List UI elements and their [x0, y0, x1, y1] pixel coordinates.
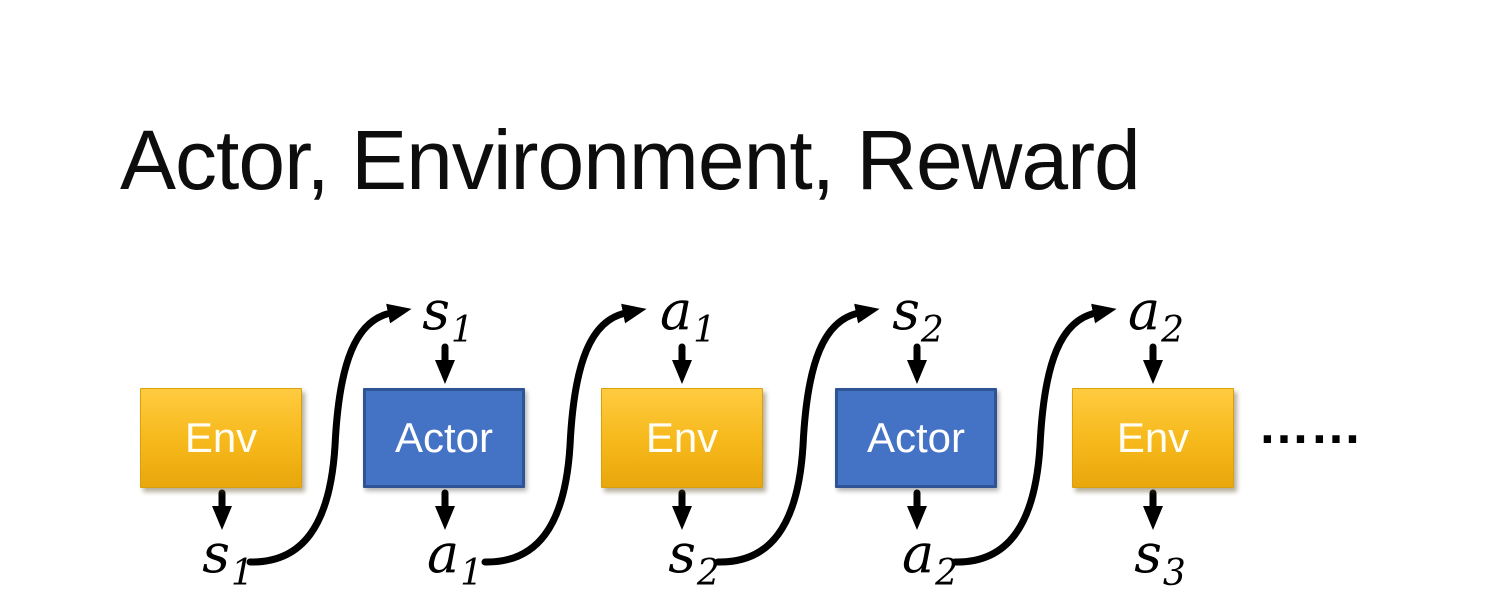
env-box-2: Env [601, 388, 763, 488]
top-label-s1-sub: 1 [450, 310, 474, 351]
top-label-a1-base: a [659, 279, 693, 342]
bottom-label-s3: s3 [1134, 527, 1186, 592]
top-label-s1: s1 [422, 284, 474, 349]
top-label-s2: s2 [892, 284, 944, 349]
bottom-label-a1-base: a [426, 522, 460, 585]
env-box-1: Env [140, 388, 302, 488]
page-title: Actor, Environment, Reward [120, 113, 1141, 207]
top-label-s2-base: s [892, 279, 920, 342]
continuation-ellipsis: …… [1258, 397, 1362, 455]
top-label-a1-sub: 1 [693, 310, 717, 351]
top-label-s1-base: s [422, 279, 450, 342]
bottom-label-a2-base: a [901, 522, 935, 585]
top-label-a2-sub: 2 [1161, 310, 1185, 351]
bottom-label-s2-base: s [668, 522, 696, 585]
actor-box-1: Actor [363, 388, 525, 488]
top-label-a2: a2 [1128, 284, 1184, 349]
env-box-3: Env [1072, 388, 1234, 488]
bottom-label-s2: s2 [668, 527, 720, 592]
top-label-s2-sub: 2 [920, 310, 944, 351]
bottom-label-a2-sub: 2 [935, 553, 959, 594]
bottom-label-a1: a1 [427, 527, 483, 592]
top-label-a2-base: a [1127, 279, 1161, 342]
bottom-label-s3-sub: 3 [1162, 553, 1186, 594]
bottom-label-a1-sub: 1 [460, 553, 484, 594]
actor-box-2: Actor [835, 388, 997, 488]
bottom-label-s1-base: s [202, 522, 230, 585]
bottom-label-s1: s1 [202, 527, 254, 592]
bottom-label-s3-base: s [1134, 522, 1162, 585]
top-label-a1: a1 [660, 284, 716, 349]
bottom-label-s2-sub: 2 [696, 553, 720, 594]
bottom-label-s1-sub: 1 [230, 553, 254, 594]
bottom-label-a2: a2 [902, 527, 958, 592]
